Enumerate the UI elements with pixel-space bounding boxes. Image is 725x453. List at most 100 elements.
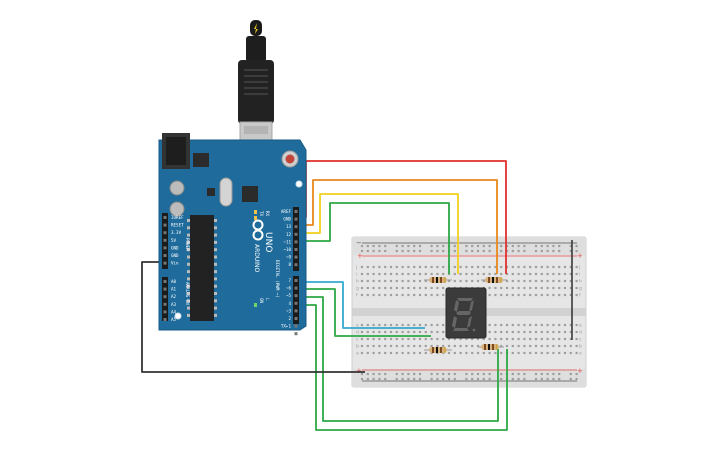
breadboard-hole[interactable]	[436, 323, 439, 327]
breadboard-hole[interactable]	[401, 323, 404, 327]
breadboard-hole[interactable]	[563, 330, 567, 334]
breadboard-hole[interactable]	[558, 244, 561, 248]
breadboard-hole[interactable]	[511, 293, 514, 297]
breadboard-hole[interactable]	[517, 272, 520, 276]
breadboard-hole[interactable]	[505, 244, 509, 248]
breadboard-hole[interactable]	[430, 293, 433, 297]
breadboard-hole[interactable]	[459, 344, 462, 348]
breadboard-hole[interactable]	[552, 323, 555, 327]
breadboard-hole[interactable]	[430, 244, 433, 248]
breadboard-hole[interactable]	[453, 244, 456, 248]
resistor-1[interactable]	[424, 277, 452, 283]
breadboard-hole[interactable]	[500, 372, 503, 376]
breadboard-hole[interactable]	[488, 293, 491, 297]
breadboard-hole[interactable]	[418, 249, 422, 253]
breadboard-hole[interactable]	[447, 377, 451, 381]
breadboard-hole[interactable]	[447, 337, 451, 341]
breadboard-hole[interactable]	[471, 272, 474, 276]
breadboard-hole[interactable]	[465, 337, 468, 341]
breadboard-hole[interactable]	[511, 372, 514, 376]
breadboard-hole[interactable]	[413, 377, 416, 381]
breadboard-hole[interactable]	[453, 351, 456, 355]
breadboard-hole[interactable]	[558, 272, 561, 276]
breadboard-hole[interactable]	[401, 249, 404, 253]
breadboard-hole[interactable]	[558, 351, 561, 355]
breadboard-hole[interactable]	[563, 344, 567, 348]
breadboard-hole[interactable]	[500, 351, 503, 355]
breadboard-hole[interactable]	[436, 377, 439, 381]
breadboard-hole[interactable]	[534, 330, 538, 334]
breadboard-hole[interactable]	[360, 377, 364, 381]
breadboard-hole[interactable]	[569, 265, 572, 269]
breadboard-hole[interactable]	[540, 372, 543, 376]
breadboard-hole[interactable]	[575, 330, 578, 334]
breadboard-hole[interactable]	[488, 265, 491, 269]
breadboard-hole[interactable]	[366, 249, 369, 253]
breadboard-hole[interactable]	[442, 330, 445, 334]
breadboard-hole[interactable]	[476, 272, 480, 276]
breadboard-hole[interactable]	[569, 372, 572, 376]
breadboard-hole[interactable]	[523, 337, 526, 341]
breadboard-hole[interactable]	[436, 372, 439, 376]
breadboard-hole[interactable]	[558, 372, 561, 376]
breadboard-hole[interactable]	[384, 344, 387, 348]
breadboard-hole[interactable]	[418, 286, 422, 290]
breadboard-hole[interactable]	[546, 337, 549, 341]
breadboard-hole[interactable]	[366, 377, 369, 381]
breadboard-hole[interactable]	[430, 337, 433, 341]
breadboard-hole[interactable]	[395, 330, 398, 334]
breadboard-hole[interactable]	[424, 337, 427, 341]
breadboard-hole[interactable]	[546, 249, 549, 253]
breadboard-hole[interactable]	[442, 265, 445, 269]
breadboard-hole[interactable]	[500, 293, 503, 297]
breadboard-hole[interactable]	[378, 244, 381, 248]
breadboard-hole[interactable]	[407, 377, 410, 381]
breadboard-hole[interactable]	[436, 265, 439, 269]
breadboard-hole[interactable]	[442, 372, 445, 376]
breadboard-hole[interactable]	[540, 244, 543, 248]
breadboard-hole[interactable]	[558, 337, 561, 341]
breadboard-hole[interactable]	[511, 330, 514, 334]
breadboard-hole[interactable]	[505, 323, 509, 327]
breadboard-hole[interactable]	[360, 351, 364, 355]
breadboard-hole[interactable]	[407, 323, 410, 327]
breadboard-hole[interactable]	[453, 377, 456, 381]
breadboard-hole[interactable]	[360, 344, 364, 348]
digital-header-top[interactable]	[293, 207, 299, 271]
breadboard-hole[interactable]	[494, 337, 497, 341]
breadboard-hole[interactable]	[366, 351, 369, 355]
breadboard-hole[interactable]	[534, 337, 538, 341]
breadboard-hole[interactable]	[534, 265, 538, 269]
breadboard-hole[interactable]	[534, 272, 538, 276]
breadboard-hole[interactable]	[488, 249, 491, 253]
breadboard-hole[interactable]	[505, 279, 509, 283]
breadboard-hole[interactable]	[523, 323, 526, 327]
breadboard-hole[interactable]	[517, 337, 520, 341]
breadboard-hole[interactable]	[407, 279, 410, 283]
breadboard-hole[interactable]	[430, 344, 433, 348]
breadboard-hole[interactable]	[517, 244, 520, 248]
breadboard-hole[interactable]	[378, 249, 381, 253]
breadboard-hole[interactable]	[534, 377, 538, 381]
breadboard-hole[interactable]	[540, 249, 543, 253]
reset-button-cap[interactable]	[285, 154, 295, 164]
breadboard-hole[interactable]	[430, 377, 433, 381]
breadboard-hole[interactable]	[511, 344, 514, 348]
breadboard-hole[interactable]	[540, 279, 543, 283]
wire-cyan[interactable]	[296, 281, 425, 329]
breadboard-hole[interactable]	[384, 265, 387, 269]
breadboard-hole[interactable]	[517, 293, 520, 297]
breadboard-hole[interactable]	[540, 265, 543, 269]
breadboard-hole[interactable]	[389, 286, 393, 290]
breadboard-hole[interactable]	[558, 377, 561, 381]
breadboard-hole[interactable]	[563, 323, 567, 327]
breadboard-hole[interactable]	[569, 351, 572, 355]
breadboard-hole[interactable]	[523, 372, 526, 376]
breadboard-hole[interactable]	[523, 293, 526, 297]
breadboard-hole[interactable]	[488, 272, 491, 276]
breadboard-hole[interactable]	[360, 323, 364, 327]
breadboard-hole[interactable]	[546, 265, 549, 269]
breadboard-hole[interactable]	[471, 351, 474, 355]
breadboard-hole[interactable]	[546, 286, 549, 290]
